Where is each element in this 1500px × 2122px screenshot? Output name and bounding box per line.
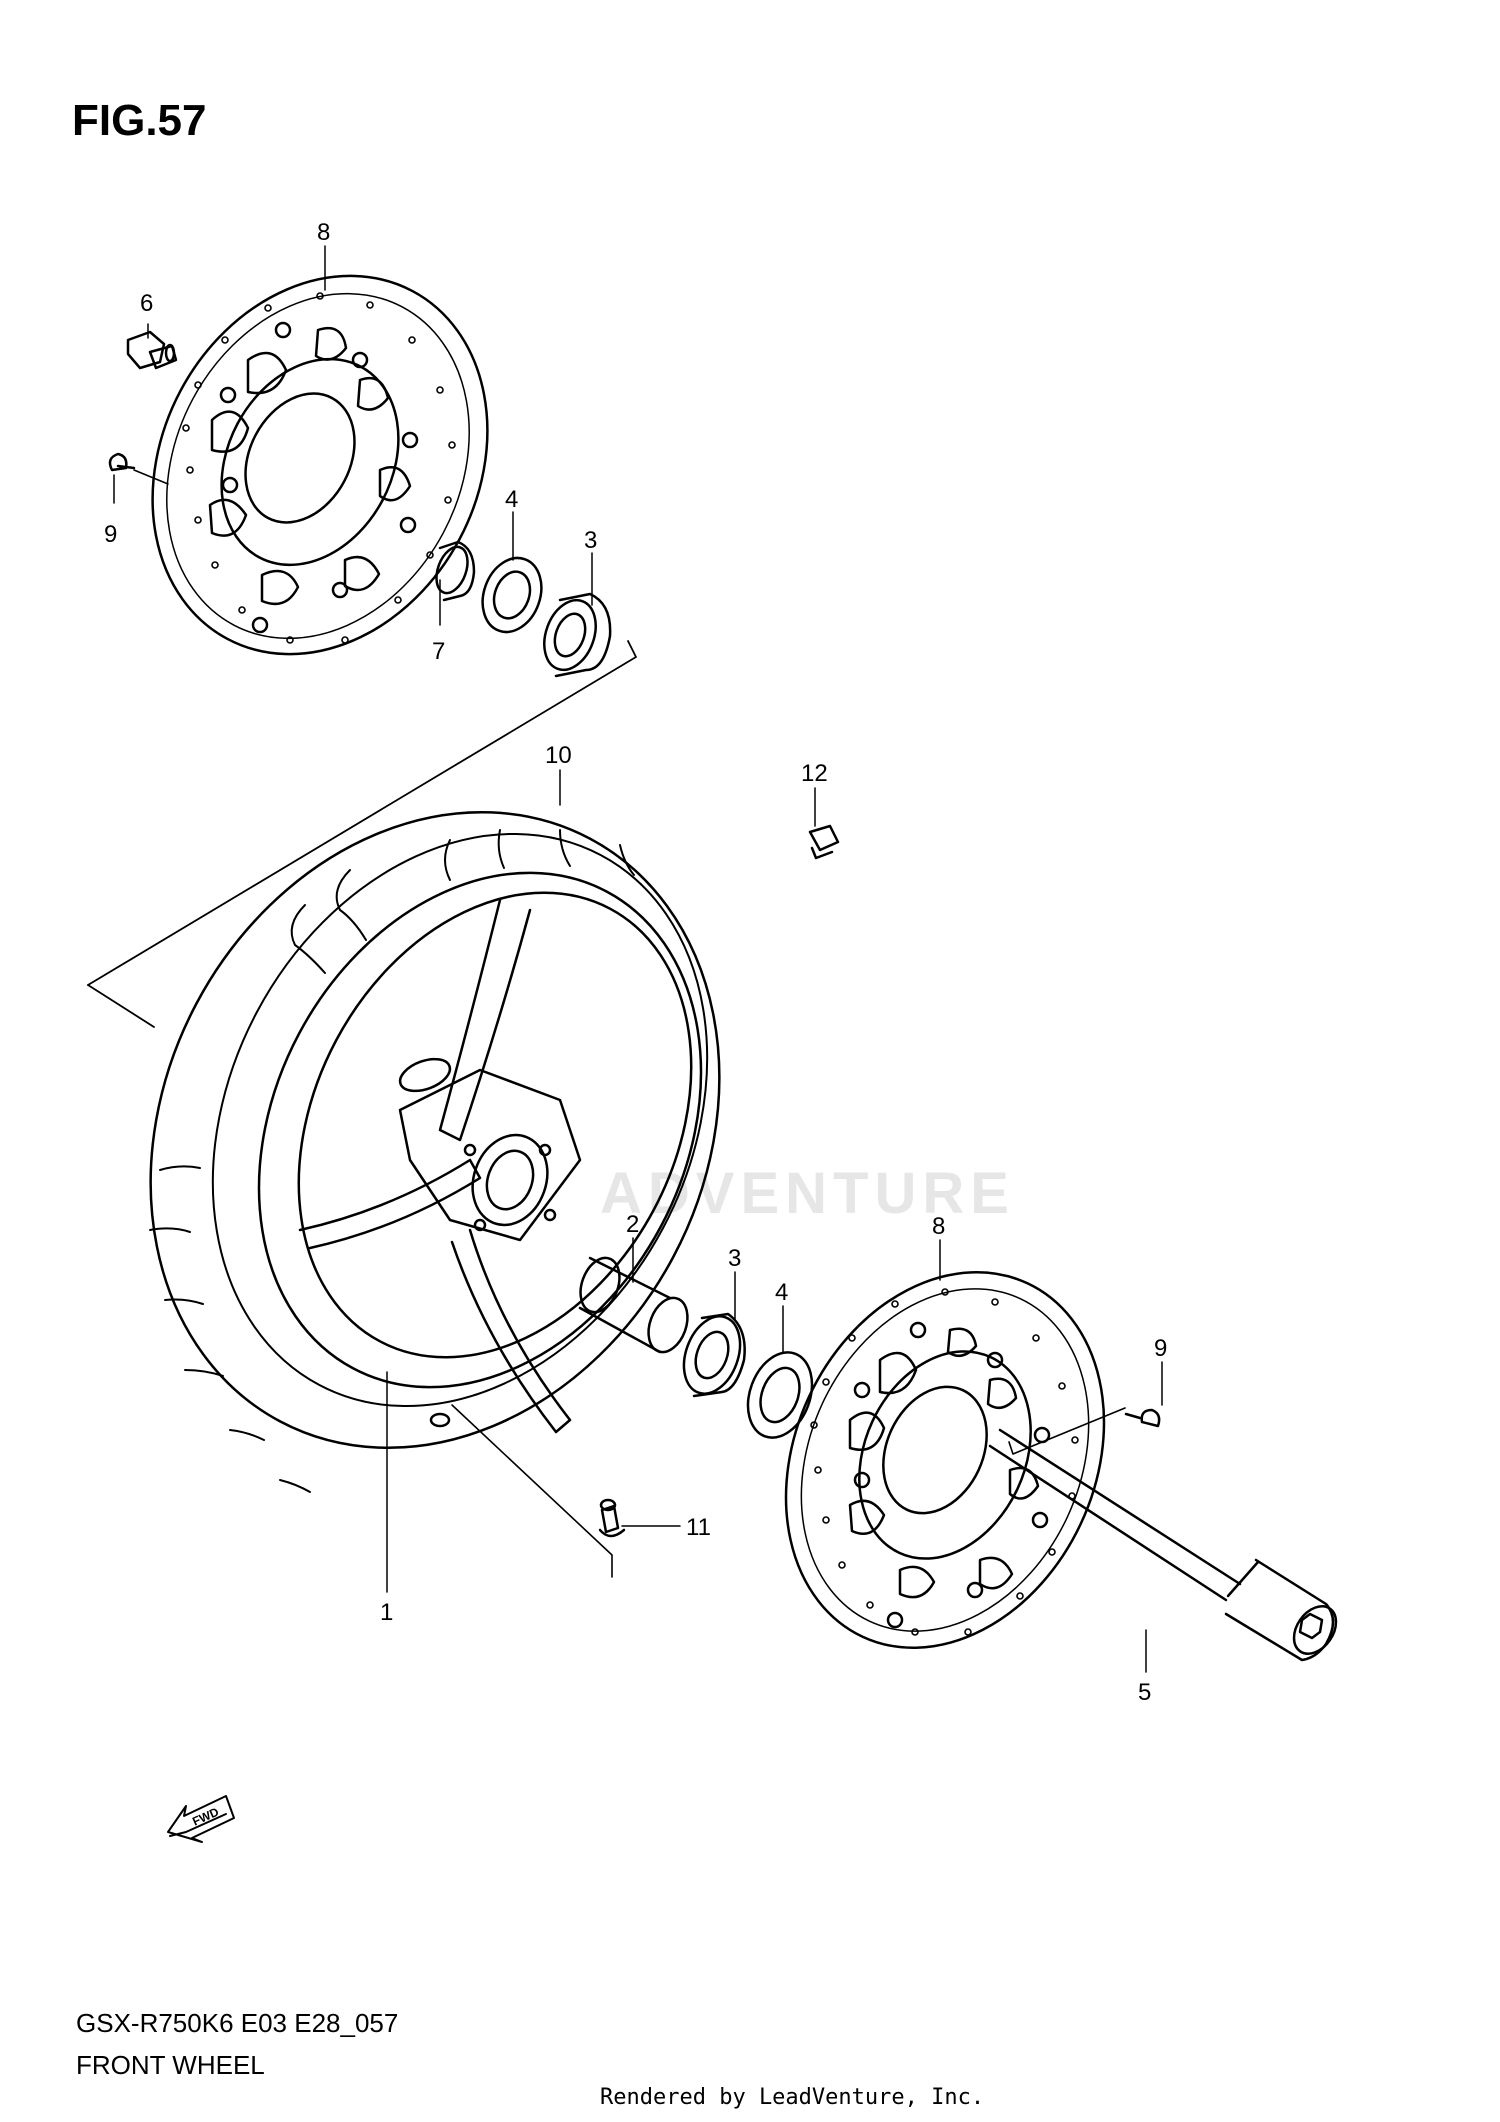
callout-6: 6 xyxy=(140,290,153,317)
bearing-3-lower[interactable] xyxy=(674,1309,750,1402)
spacer-7[interactable] xyxy=(431,540,476,602)
front-axle-5[interactable] xyxy=(988,1428,1345,1662)
front-wheel-tire-assembly[interactable] xyxy=(42,712,829,1548)
callout-2: 2 xyxy=(626,1211,639,1238)
callout-5: 5 xyxy=(1138,1679,1151,1706)
model-code: GSX-R750K6 E03 E28_057 xyxy=(76,2008,399,2038)
callout-8-lower: 8 xyxy=(932,1213,945,1240)
figure-title: FIG.57 xyxy=(72,96,207,145)
callout-7: 7 xyxy=(432,638,445,665)
callout-3-upper: 3 xyxy=(584,527,597,554)
lower-brake-disc[interactable] xyxy=(727,1220,1164,1700)
upper-brake-disc[interactable] xyxy=(88,217,552,713)
diagram-caption: FRONT WHEEL xyxy=(76,2050,265,2080)
axle-spacer-2[interactable] xyxy=(574,1253,695,1358)
disc-screw-9-upper[interactable] xyxy=(108,452,136,472)
callout-8-upper: 8 xyxy=(317,219,330,246)
callout-4-upper: 4 xyxy=(505,486,518,513)
callout-11: 11 xyxy=(686,1514,711,1541)
balance-weight-12[interactable] xyxy=(808,824,840,860)
dust-seal-4-lower[interactable] xyxy=(737,1343,823,1446)
callout-1: 1 xyxy=(380,1599,393,1626)
valve-stem-11[interactable] xyxy=(598,1498,626,1538)
callout-3-lower: 3 xyxy=(728,1245,741,1272)
callout-9-upper: 9 xyxy=(104,521,117,548)
watermark: ADVENTURE xyxy=(600,1161,1015,1226)
rendered-by-credit: Rendered by LeadVenture, Inc. xyxy=(600,2085,985,2110)
fwd-arrow-icon: FWD xyxy=(167,1795,235,1843)
dust-seal-4-upper[interactable] xyxy=(473,550,552,641)
bearing-3-upper[interactable] xyxy=(535,592,612,678)
callout-10: 10 xyxy=(545,742,572,769)
callout-9-lower: 9 xyxy=(1154,1335,1167,1362)
callout-12: 12 xyxy=(801,760,828,787)
callout-4-lower: 4 xyxy=(775,1279,788,1306)
disc-bolt-6[interactable] xyxy=(126,330,178,370)
disc-screw-9-lower[interactable] xyxy=(1124,1408,1161,1428)
